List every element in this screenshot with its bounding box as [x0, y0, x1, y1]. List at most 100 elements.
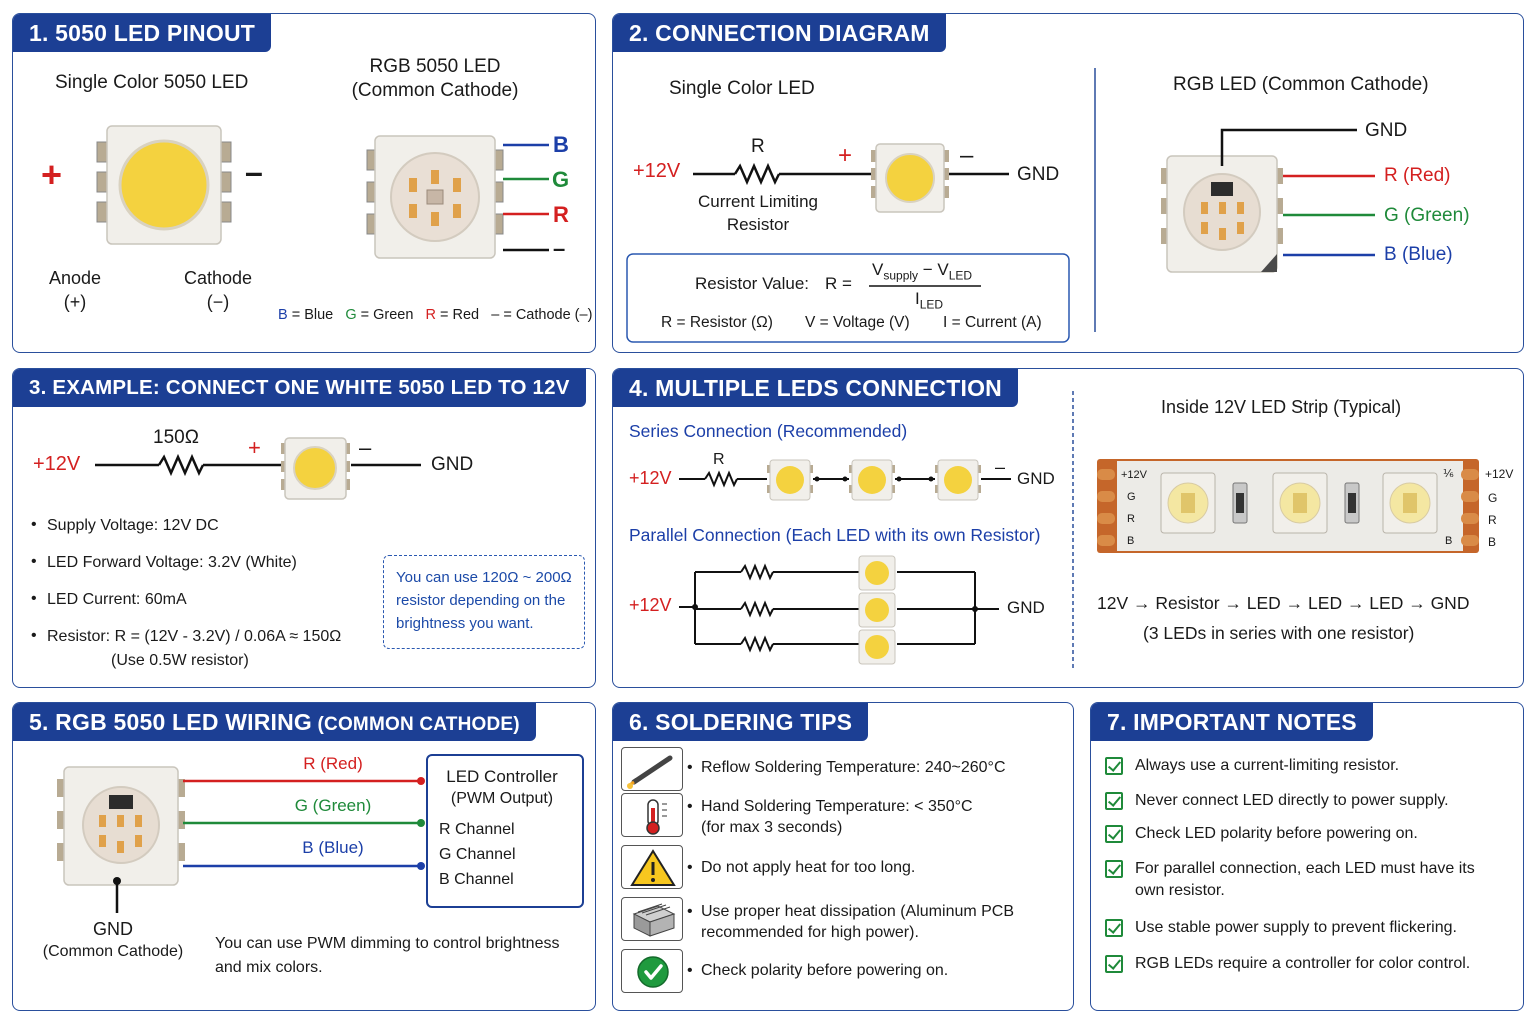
rgb-wiring-graphic: [57, 754, 584, 913]
tip-text-line1: Hand Soldering Temperature: < 350°C: [701, 798, 973, 815]
legend-key-g: G: [345, 307, 357, 323]
tip-text-line2: (for max 3 seconds): [701, 819, 843, 836]
single-led-diagram-title: Single Color LED: [669, 78, 815, 99]
formula-numerator: Vsupply − VLED: [872, 260, 972, 282]
controller-channel-g: G Channel: [439, 846, 516, 863]
numerator-v: V: [872, 260, 884, 279]
checkbox-icon: [1105, 860, 1123, 878]
strip-left-pin-r: R: [1127, 513, 1135, 525]
check-circle-icon: [621, 949, 683, 993]
rgb-led-package: [57, 766, 185, 886]
checkbox-icon: [1105, 919, 1123, 937]
controller-channel-b: B Channel: [439, 871, 514, 888]
note-text: For parallel connection, each LED must h…: [1135, 858, 1475, 902]
pin-label-r: R: [553, 202, 569, 227]
note-text: RGB LEDs require a controller for color …: [1135, 955, 1471, 972]
tip-text-line1: Use proper heat dissipation (Aluminum PC…: [701, 903, 1015, 920]
note-text: Never connect LED directly to power supp…: [1135, 792, 1449, 809]
tip-text: Use proper heat dissipation (Aluminum PC…: [687, 901, 1015, 943]
tip-text: Check polarity before powering on.: [687, 960, 948, 981]
example-circuit-graphic: [95, 437, 421, 500]
strip-title: Inside 12V LED Strip (Typical): [1161, 397, 1402, 417]
rgb-led-package: [366, 135, 504, 259]
rgb-blue-label: B (Blue): [1384, 244, 1453, 265]
rgb-red-label: R (Red): [1384, 165, 1451, 186]
note-text-line1: For parallel connection, each LED must h…: [1135, 860, 1475, 877]
denominator-led: LED: [919, 297, 944, 312]
resistor-range-note: You can use 120Ω ~ 200Ω resistor dependi…: [383, 555, 585, 649]
legend-voltage: V = Voltage (V): [805, 314, 910, 331]
strip-left-pin-g: G: [1127, 491, 1136, 503]
heatsink-icon: [621, 897, 683, 941]
panel-important-notes: 7. IMPORTANT NOTES Always use a current-…: [1090, 702, 1524, 1011]
resistor-symbol: [733, 162, 781, 186]
single-color-led-title: Single Color 5050 LED: [55, 72, 249, 93]
series-minus-sign: –: [995, 457, 1006, 477]
series-resistor-label: R: [713, 451, 725, 468]
gnd-label: GND: [1017, 164, 1060, 185]
wire-label-blue: B (Blue): [302, 838, 364, 857]
cathode-minus-sign: –: [245, 154, 263, 190]
formula-denominator: ILED: [915, 289, 943, 311]
panel-soldering-tips: 6. SOLDERING TIPS Reflow Soldering Tempe…: [612, 702, 1074, 1011]
note-line-3: brightness you want.: [396, 615, 534, 632]
checkbox-icon: [1105, 792, 1123, 810]
panel-title-main: 5. RGB 5050 LED WIRING: [29, 709, 313, 735]
controller-subtitle: (PWM Output): [450, 790, 554, 807]
vplus-label: +12V: [633, 160, 681, 182]
legend-current: I = Current (A): [943, 314, 1042, 331]
single-led-symbol: [871, 143, 949, 213]
resistor-150-symbol: [157, 453, 205, 477]
strip-chain-note: (3 LEDs in series with one resistor): [1143, 623, 1415, 643]
multiple-leds-graphic: [679, 391, 1479, 669]
rgb-led-symbol: [1161, 155, 1283, 273]
parallel-connection-title: Parallel Connection (Each LED with its o…: [629, 525, 1041, 545]
gnd-label: GND: [93, 919, 133, 939]
panel-connection-diagram: 2. CONNECTION DIAGRAM Single Color LED: [612, 13, 1524, 353]
legend-key-r: R: [425, 307, 436, 323]
strip-right-pin-b: B: [1488, 535, 1497, 549]
spec-resistor-wattage: (Use 0.5W resistor): [111, 652, 249, 669]
formula-r: R =: [825, 274, 852, 293]
tip-text: Reflow Soldering Temperature: 240~260°C: [687, 757, 1005, 778]
checkbox-icon: [1105, 955, 1123, 973]
note-text: Check LED polarity before powering on.: [1135, 825, 1418, 842]
series-connection-title: Series Connection (Recommended): [629, 421, 908, 441]
strip-left-pin-12v: +12V: [1121, 469, 1147, 481]
note-line-2: resistor depending on the: [396, 592, 566, 609]
series-circuit: [679, 459, 1011, 501]
pwm-note-line2: and mix colors.: [215, 959, 323, 976]
connection-diagram-graphic: [626, 68, 1375, 343]
tip-row: Use proper heat dissipation (Aluminum PC…: [621, 897, 1071, 947]
tip-text-line2: recommended for high power).: [701, 924, 919, 941]
anode-sign: (+): [63, 292, 87, 312]
rgb-gnd-label: GND: [1365, 120, 1408, 141]
parallel-vplus-label: +12V: [629, 595, 672, 615]
thermometer-icon: [621, 793, 683, 837]
rgb-led-title-line1: RGB 5050 LED: [369, 56, 501, 77]
led-plus-sign: +: [838, 142, 853, 169]
resistor-caption-line1: Current Limiting: [698, 192, 818, 211]
led-plus-sign: +: [248, 435, 261, 460]
formula-box: [626, 253, 1070, 343]
panel-example-white-led: 3. EXAMPLE: CONNECT ONE WHITE 5050 LED T…: [12, 368, 596, 688]
strip-chain-text: 12V → Resistor → LED → LED → LED → GND: [1097, 593, 1470, 613]
rgb-green-label: G (Green): [1384, 205, 1470, 226]
cathode-label: Cathode: [183, 268, 253, 288]
single-led-package: [96, 125, 232, 245]
legend-resistor: R = Resistor (Ω): [661, 314, 773, 331]
panel-title: 1. 5050 LED PINOUT: [13, 14, 272, 52]
note-text: Use stable power supply to prevent flick…: [1135, 919, 1457, 936]
strip-right-pin-g: G: [1488, 491, 1498, 505]
panel-led-pinout: 1. 5050 LED PINOUT Single Color 5050 LED…: [12, 13, 596, 353]
note-line-1: You can use 120Ω ~ 200Ω: [396, 569, 572, 586]
tip-row: Check polarity before powering on.: [621, 949, 1071, 999]
led-controller-box: [426, 754, 584, 908]
single-led-graphic: [96, 125, 549, 259]
panel-multiple-leds: 4. MULTIPLE LEDS CONNECTION Series Conne…: [612, 368, 1524, 688]
legend-text-cathode: = Cathode (–): [499, 307, 593, 323]
warning-icon: [621, 845, 683, 889]
tip-row: Do not apply heat for too long.: [621, 845, 1071, 895]
numerator-supply: supply: [883, 268, 919, 283]
anode-label: Anode: [48, 268, 102, 288]
